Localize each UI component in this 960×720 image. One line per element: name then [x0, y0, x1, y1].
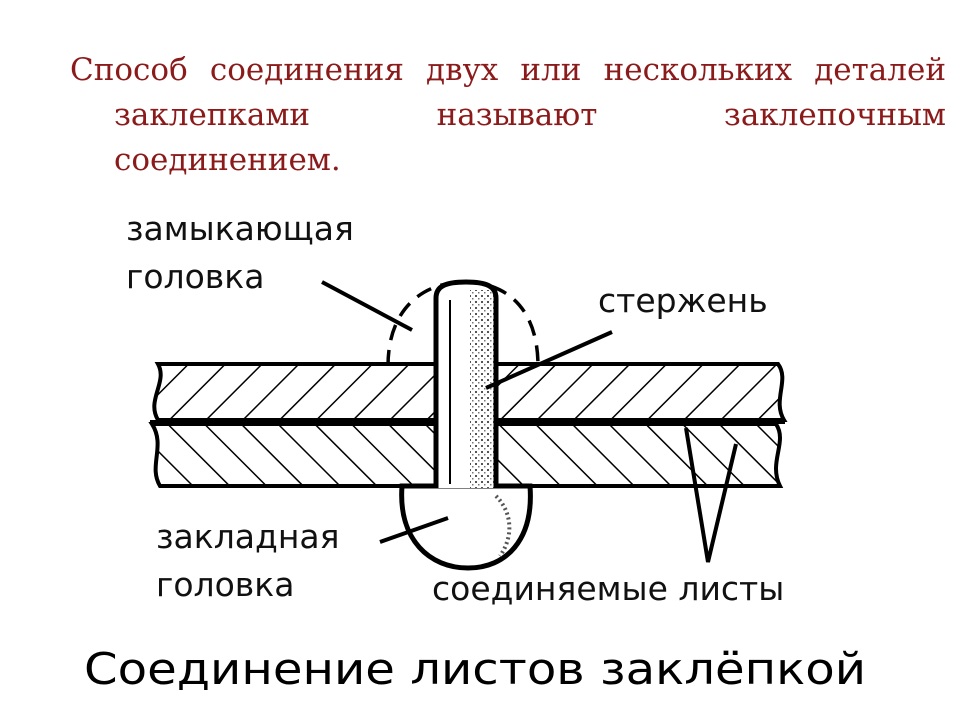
intro-text: Способ соединения двух или нескольких де…	[70, 52, 946, 178]
leader-shank	[485, 330, 613, 390]
leader-embedded-head	[379, 516, 449, 544]
diagram-caption: Соединение листов заклёпкой	[84, 644, 866, 695]
rivet-shank-texture	[470, 290, 496, 488]
leader-closing-head	[321, 280, 413, 332]
rivet-shank	[433, 279, 499, 488]
label-shank: стержень	[598, 281, 768, 320]
embedded-head	[399, 483, 533, 571]
embedded-head-shading	[494, 494, 512, 558]
label-closing-head-line1: замыкающая	[126, 209, 354, 248]
label-embedded-head-line2: головка	[156, 565, 294, 604]
label-closing-head-line2: головка	[126, 257, 264, 296]
label-embedded-head-line1: закладная	[156, 517, 339, 556]
label-joined-sheets: соединяемые листы	[432, 569, 784, 608]
leader-joined-sheets	[684, 427, 738, 563]
closing-head-outline	[386, 280, 540, 367]
